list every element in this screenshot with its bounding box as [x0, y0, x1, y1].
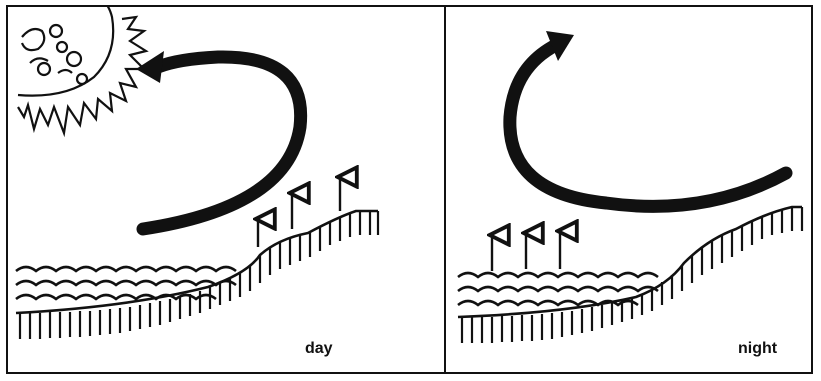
land-slope — [16, 211, 378, 339]
sea-waves — [16, 267, 236, 299]
circulation-arrow-icon — [510, 31, 786, 206]
sun-icon — [18, 7, 146, 133]
day-panel — [8, 7, 444, 372]
land-slope — [458, 207, 802, 343]
sea-waves — [458, 273, 658, 305]
night-panel — [446, 7, 812, 372]
rising-air-arrow-icon — [492, 231, 560, 271]
circulation-arrow-icon — [136, 51, 301, 229]
night-label: night — [738, 340, 777, 358]
day-label: day — [305, 340, 333, 358]
